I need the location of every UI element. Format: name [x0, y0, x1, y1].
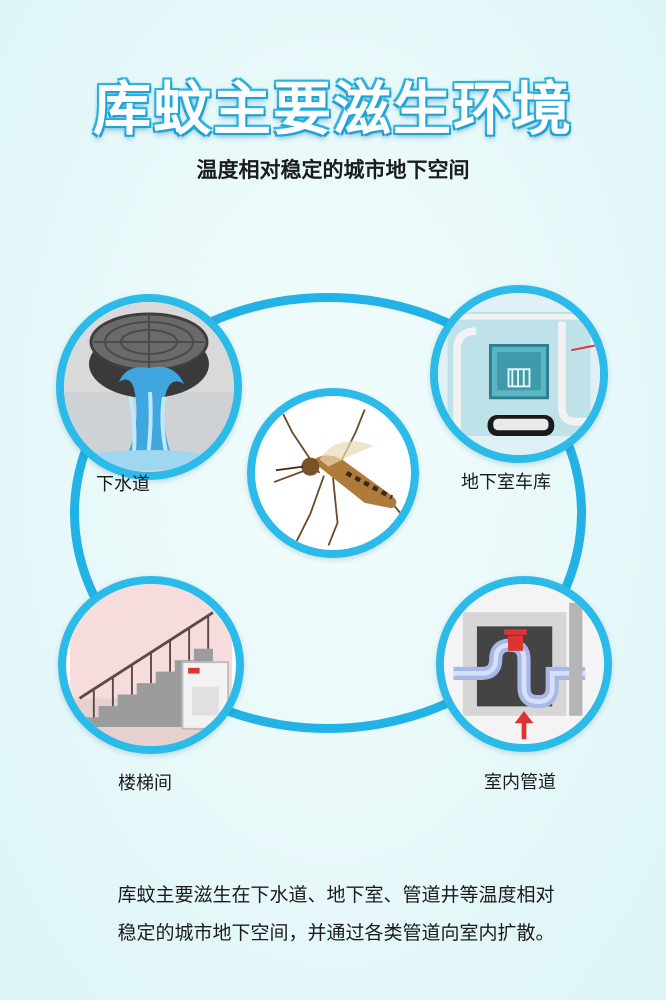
- pipes-node: [436, 576, 612, 752]
- description-line-1: 库蚊主要滋生在下水道、地下室、管道井等温度相对: [117, 884, 555, 906]
- indoor-pipes-icon: [444, 584, 604, 744]
- manhole-icon: [64, 302, 234, 472]
- pipes-label: 室内管道: [484, 772, 556, 793]
- page-subtitle: 温度相对稳定的城市地下空间: [196, 158, 470, 182]
- description: 库蚊主要滋生在下水道、地下室、管道井等温度相对 稳定的城市地下空间，并通过各类管…: [56, 876, 616, 952]
- connection-ring: [70, 293, 586, 733]
- stairwell-node: [58, 576, 244, 754]
- basement-node: [430, 285, 608, 463]
- basement-garage-icon: [438, 293, 600, 455]
- stairwell-label: 楼梯间: [118, 773, 172, 794]
- sewer-node: [56, 294, 242, 480]
- description-line-2: 稳定的城市地下空间，并通过各类管道向室内扩散。: [117, 922, 555, 944]
- mosquito-node: [247, 388, 419, 558]
- sewer-label: 下水道: [96, 474, 150, 495]
- mosquito-icon: [256, 396, 410, 550]
- page-title: 库蚊主要滋生环境: [92, 75, 573, 143]
- stairwell-icon: [70, 584, 232, 746]
- basement-label: 地下室车库: [461, 472, 551, 493]
